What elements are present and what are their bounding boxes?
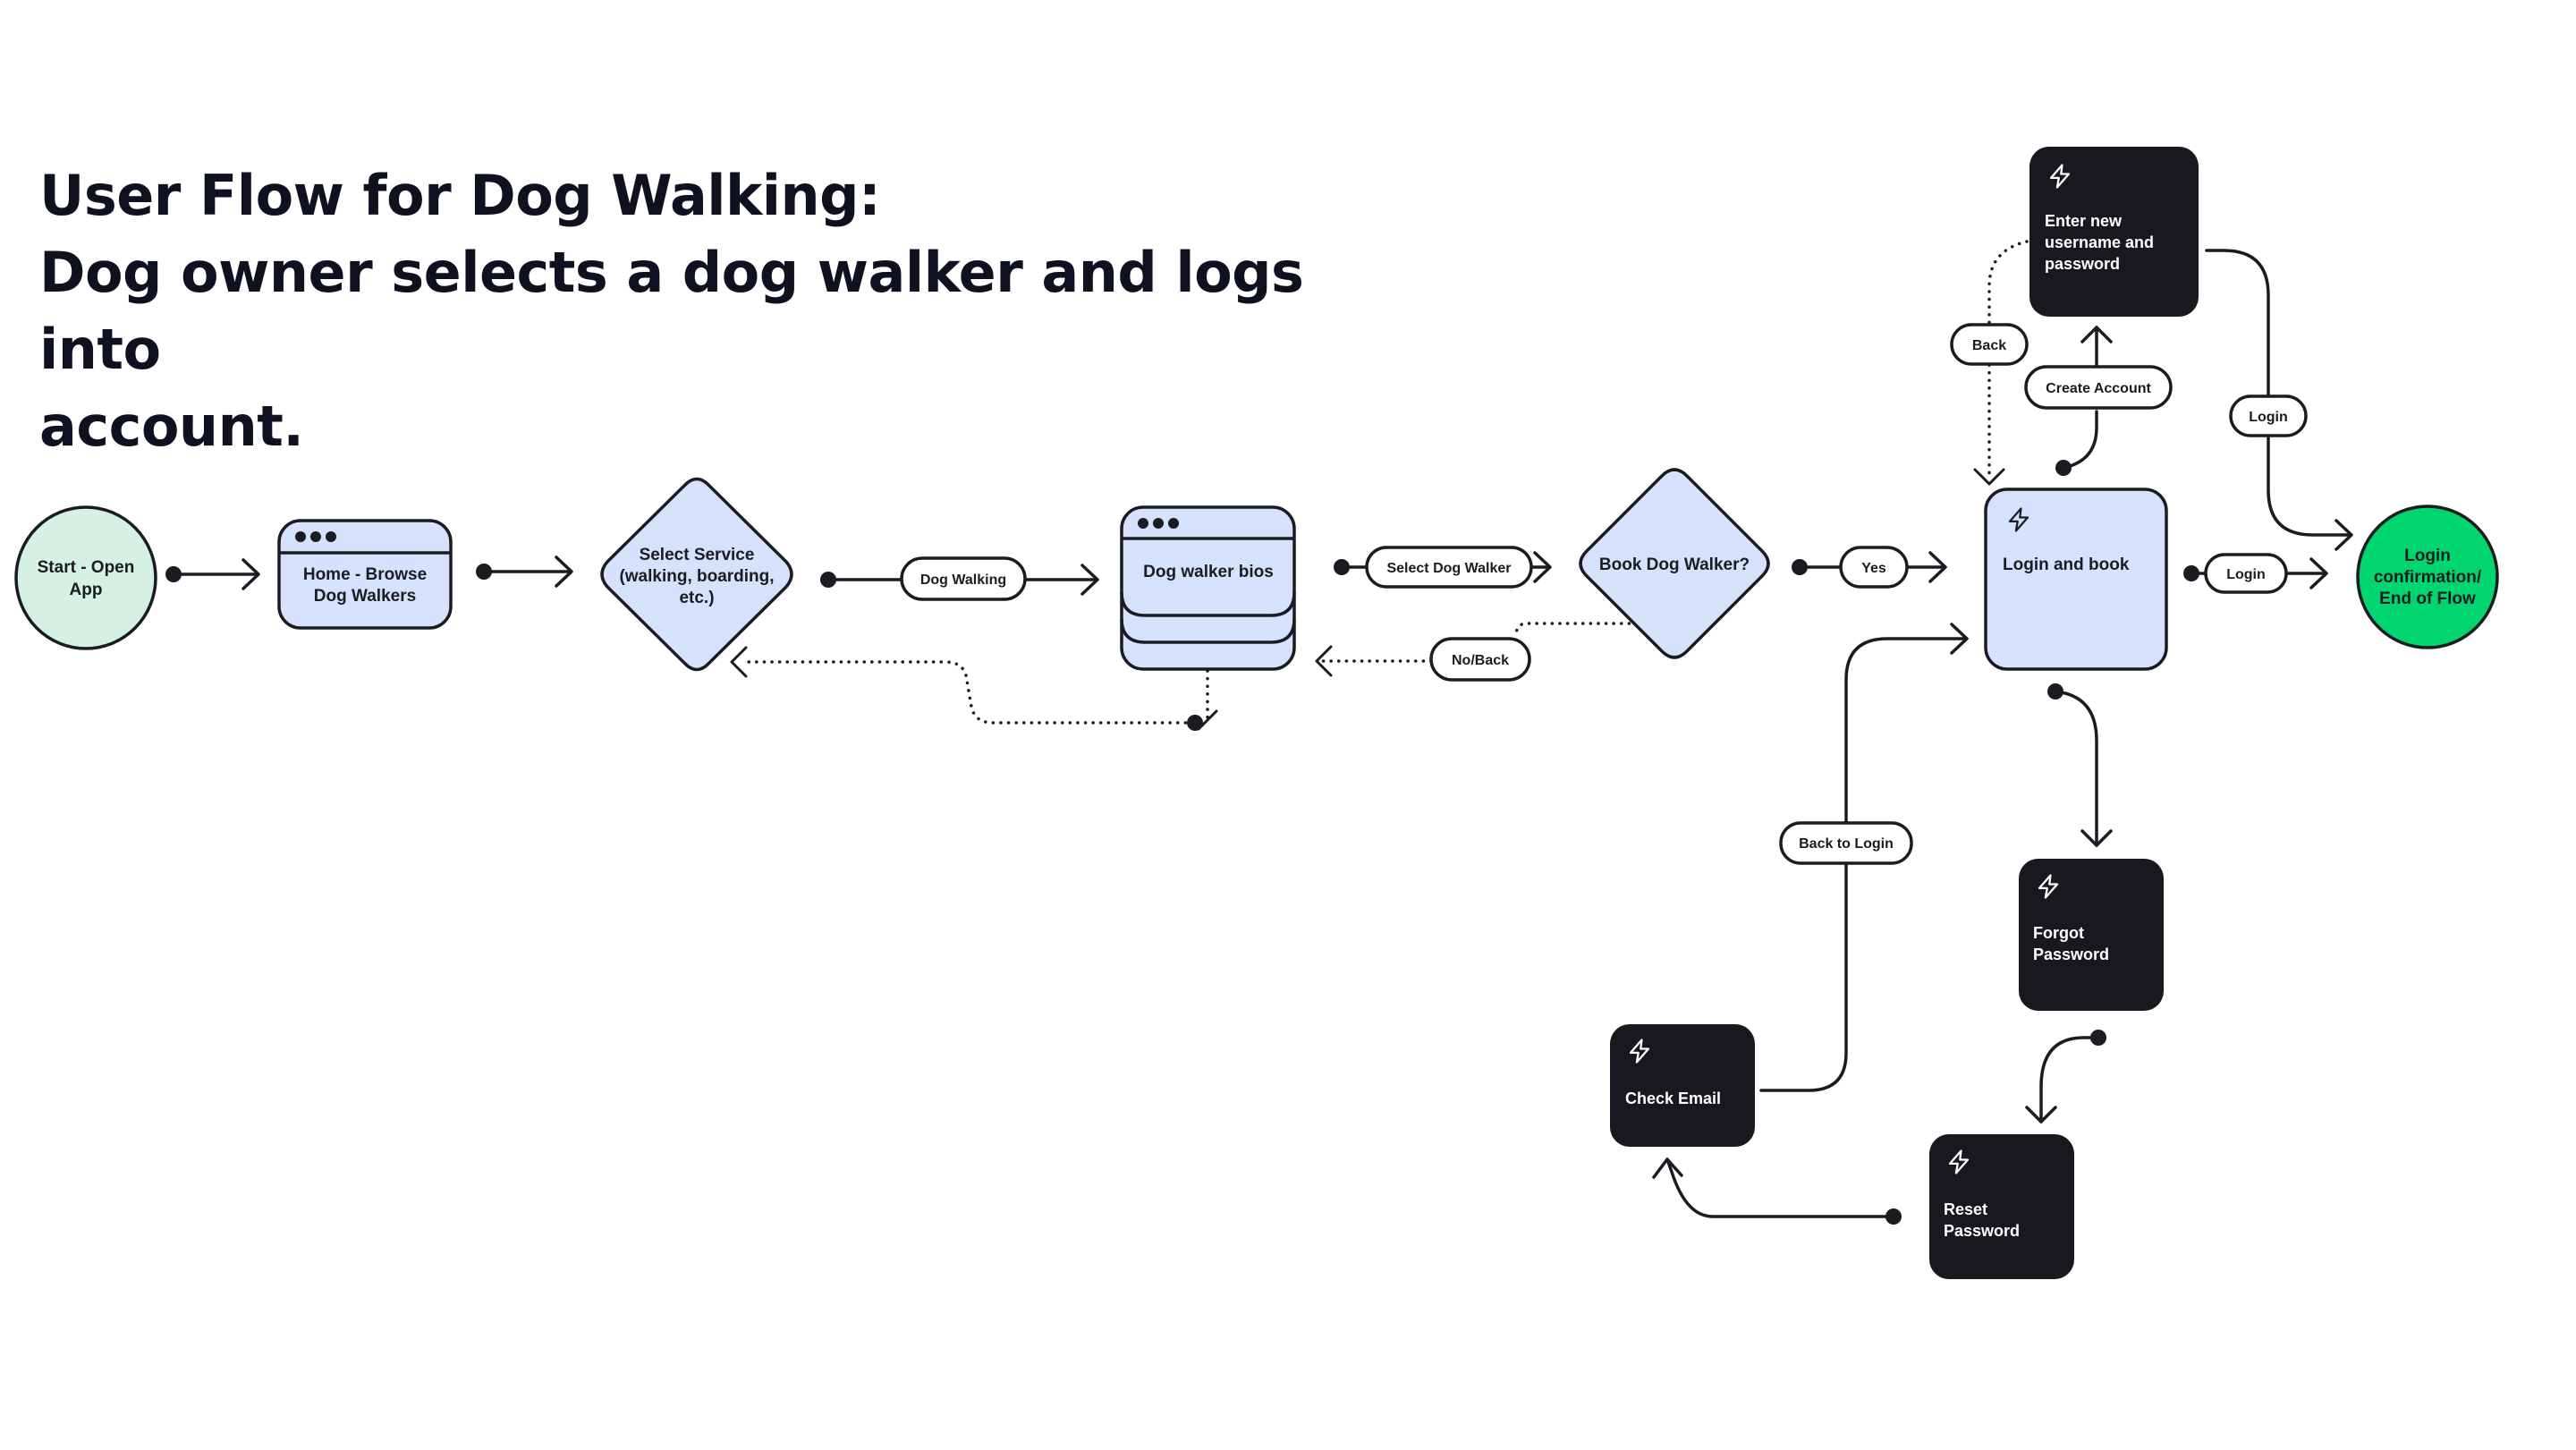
end-label-3: End of Flow: [2379, 589, 2476, 608]
edge-label-back-to-login[interactable]: Back to Login: [1779, 821, 1913, 865]
node-login-and-book[interactable]: Login and book: [1984, 488, 2168, 671]
edge-start-home: [165, 558, 260, 590]
edge-forgot-reset: [2025, 1030, 2106, 1124]
edge-label-text: Select Dog Walker: [1386, 561, 1511, 576]
enter-new-label-1: Enter new: [2045, 212, 2123, 230]
node-dog-walker-bios[interactable]: Dog walker bios: [1120, 505, 1296, 671]
login-book-label: Login and book: [2003, 555, 2130, 574]
book-label: Book Dog Walker?: [1599, 555, 1750, 574]
check-email-label: Check Email: [1625, 1090, 1721, 1107]
edge-label-text: Create Account: [2046, 381, 2151, 396]
svg-text:Check Email: Check Email: [1625, 1090, 1721, 1107]
node-book-dog-walker[interactable]: Book Dog Walker?: [1579, 468, 1770, 659]
bios-label: Dog walker bios: [1143, 563, 1274, 581]
edge-service-bios: [820, 564, 1099, 596]
title-line-1: User Flow for Dog Walking:: [39, 163, 881, 228]
edge-label-yes[interactable]: Yes: [1839, 546, 1909, 589]
arrowhead-service: [730, 646, 748, 678]
edge-label-no-back[interactable]: No/Back: [1429, 637, 1531, 682]
edge-label-text: Back to Login: [1799, 836, 1894, 852]
edge-label-login-top[interactable]: Login: [2229, 394, 2308, 437]
edge-book-login: [1792, 551, 1947, 583]
svg-text:Book Dog Walker?: Book Dog Walker?: [1599, 555, 1750, 574]
edge-bios-service-dotted-2: [741, 660, 1195, 725]
enter-new-label-3: password: [2045, 255, 2120, 273]
service-label-3: etc.): [679, 589, 714, 607]
tick-bios-return: [1197, 709, 1218, 731]
edge-enter-end: [2205, 249, 2353, 551]
edge-label-create-account[interactable]: Create Account: [2024, 365, 2173, 410]
arrowhead-bios: [1315, 645, 1333, 677]
svg-text:Dog walker bios: Dog walker bios: [1143, 563, 1274, 581]
edge-label-text: Back: [1972, 338, 2006, 353]
window-dots-icon: [295, 531, 336, 542]
edge-login-forgot: [2047, 683, 2113, 847]
edge-label-text: Login: [2249, 410, 2288, 425]
edge-label-text: No/Back: [1452, 653, 1509, 668]
node-login-confirmation[interactable]: Login confirmation/End of Flow: [2356, 505, 2499, 649]
edge-login-end: [2183, 557, 2328, 589]
edge-enter-login-dotted: [1987, 240, 2029, 326]
start-label-1: Start - Open: [38, 558, 135, 577]
svg-text:Select Service(walking, boardi: Select Service (walking, boarding, etc.): [619, 546, 774, 607]
end-label-1: Login: [2404, 547, 2451, 565]
forgot-label-2: Password: [2033, 945, 2109, 963]
reset-label-1: Reset: [1944, 1200, 1987, 1218]
edge-book-bios-dotted: [1513, 622, 1639, 639]
window-dots-icon: [1138, 518, 1179, 529]
edge-login-create: [2055, 326, 2113, 476]
edge-reset-check: [1652, 1157, 1902, 1225]
svg-text:Login and book: Login and book: [2003, 555, 2130, 574]
reset-label-2: Password: [1944, 1222, 2020, 1240]
edge-label-text: Dog Walking: [920, 572, 1006, 588]
page-title: User Flow for Dog Walking: Dog owner sel…: [39, 157, 1435, 465]
edge-label-dog-walking[interactable]: Dog Walking: [900, 556, 1027, 601]
edge-home-service: [476, 555, 573, 588]
edge-bios-book: [1334, 551, 1552, 583]
home-label-1: Home - Browse: [303, 565, 427, 584]
forgot-label-1: Forgot: [2033, 924, 2084, 942]
arrowhead-login-back: [1973, 468, 2005, 486]
edge-label-login[interactable]: Login: [2204, 553, 2288, 594]
title-line-3: account.: [39, 394, 304, 459]
enter-new-label-2: username and: [2045, 233, 2154, 251]
node-check-email[interactable]: Check Email: [1610, 1024, 1755, 1147]
service-label-1: Select Service: [640, 546, 755, 564]
edge-label-text: Login: [2226, 567, 2266, 582]
edge-label-select-dog-walker[interactable]: Select Dog Walker: [1365, 546, 1533, 589]
node-select-service[interactable]: Select Service (walking, boarding, etc.): [600, 477, 793, 672]
title-line-2: Dog owner selects a dog walker and logs …: [39, 240, 1304, 382]
edge-label-text: Yes: [1861, 561, 1886, 576]
node-enter-new-credentials[interactable]: Enter new username and password: [2029, 147, 2199, 317]
edge-check-login: [1759, 623, 1969, 1092]
start-label-2: App: [70, 581, 103, 599]
end-label-2: confirmation/: [2374, 568, 2482, 587]
service-label-2: (walking, boarding,: [619, 567, 774, 586]
edge-label-back[interactable]: Back: [1950, 323, 2029, 366]
home-label-2: Dog Walkers: [314, 587, 416, 606]
